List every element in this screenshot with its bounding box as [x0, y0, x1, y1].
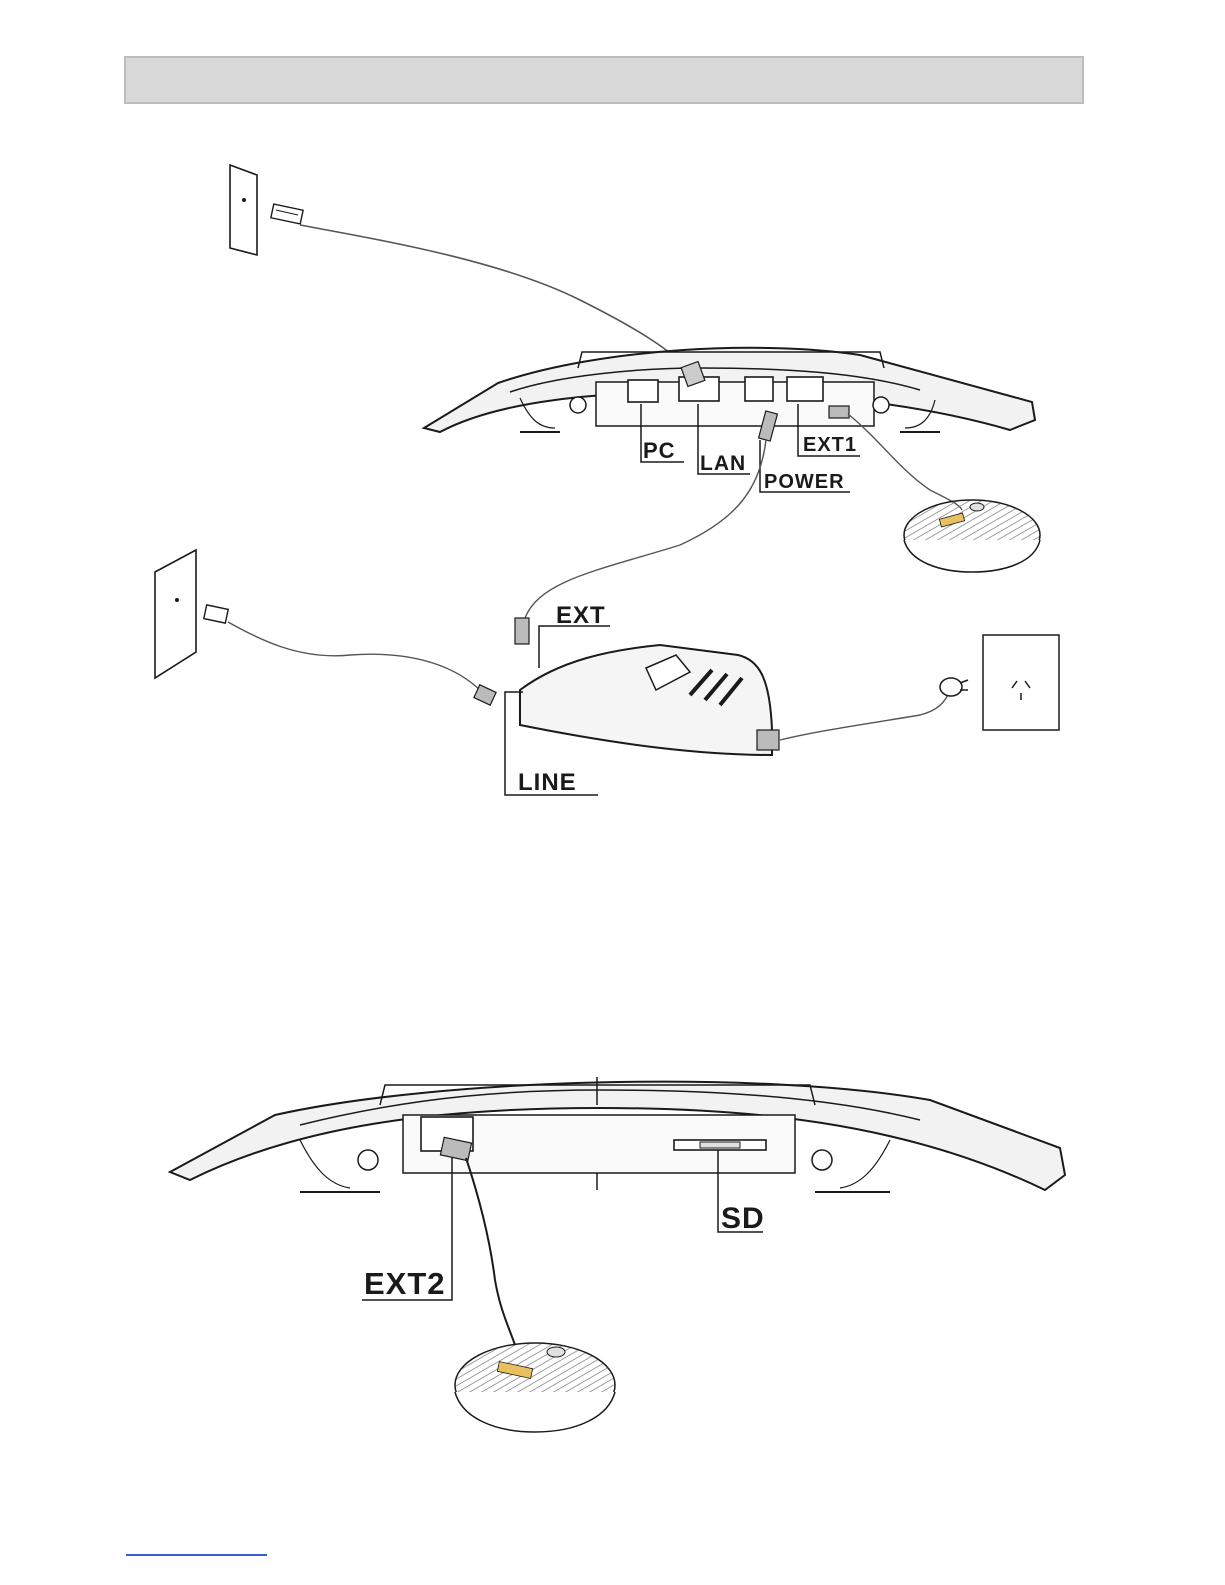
lan-cable-plug — [271, 204, 303, 224]
ext1-port-plug — [829, 406, 849, 418]
ext-label: EXT — [556, 602, 606, 629]
mains-plug — [940, 678, 968, 696]
expansion-mic-bottom — [455, 1343, 615, 1432]
sd-label: SD — [721, 1202, 765, 1235]
ext2-cable — [466, 1158, 515, 1345]
ext1-label: EXT1 — [803, 434, 857, 456]
adapter-mains-plug — [757, 730, 779, 750]
line-wall-plug — [204, 605, 228, 623]
phone-base-bottom — [170, 1077, 1065, 1192]
sd-slot-inner — [700, 1142, 740, 1148]
ext1-port — [787, 377, 823, 401]
pc-port — [628, 380, 658, 402]
phone-base-top — [424, 348, 1035, 432]
wall-lan-plate — [230, 165, 257, 255]
power-adapter — [520, 645, 772, 755]
mains-cable — [780, 695, 948, 740]
footer-link-underline — [126, 1554, 267, 1556]
wall-line-plate — [155, 550, 196, 678]
ext-plug — [515, 618, 529, 644]
line-label: LINE — [518, 769, 577, 796]
expansion-mic-top — [904, 500, 1040, 572]
power-port — [745, 377, 773, 401]
lan-cable — [300, 225, 692, 372]
ext2-label: EXT2 — [364, 1266, 446, 1301]
power-outlet — [983, 635, 1059, 730]
line-cable — [228, 622, 482, 692]
pc-label: PC — [643, 438, 676, 463]
power-label: POWER — [764, 471, 845, 493]
lan-label: LAN — [700, 452, 746, 475]
